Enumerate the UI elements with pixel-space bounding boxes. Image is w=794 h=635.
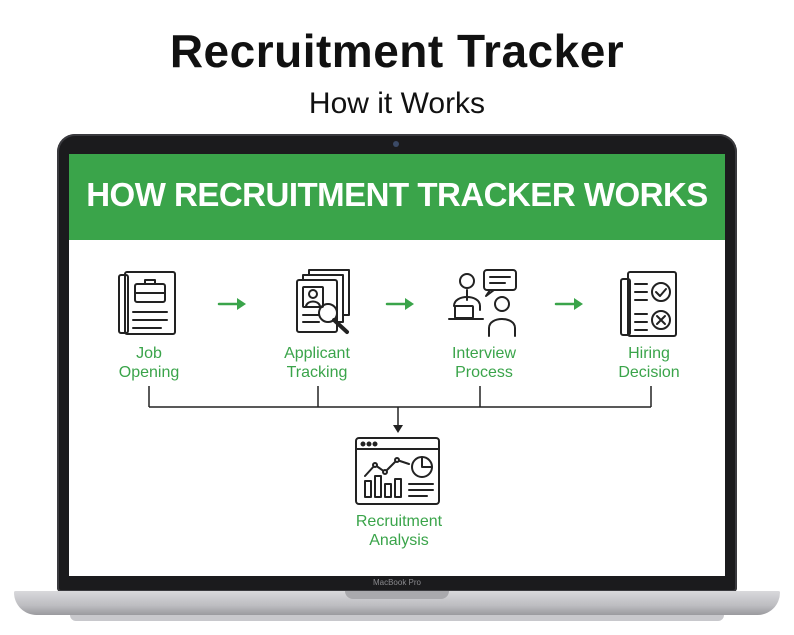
laptop-model-label: MacBook Pro [372, 578, 422, 587]
banner-title: HOW RECRUITMENT TRACKER WORKS [86, 176, 708, 213]
screen-banner: HOW RECRUITMENT TRACKER WORKS [69, 154, 725, 240]
laptop-base-notch [345, 591, 449, 599]
analytics-dashboard-icon [355, 437, 440, 505]
flow-diagram [118, 269, 677, 505]
arrow-right-icon-3 [554, 298, 583, 310]
hiring-decision-icon [620, 271, 677, 337]
arrow-right-icon-1 [217, 298, 246, 310]
job-opening-icon [118, 271, 176, 335]
camera [393, 141, 399, 147]
page-title: Recruitment Tracker [169, 25, 625, 77]
interview-icon [448, 269, 517, 337]
page-subtitle: How it Works [308, 87, 486, 120]
laptop-base-shadow [70, 615, 724, 621]
arrow-right-icon-2 [385, 298, 414, 310]
connector-bracket [148, 386, 652, 433]
laptop-screen: HOW RECRUITMENT TRACKER WORKS [69, 154, 725, 576]
applicant-tracking-icon [296, 269, 350, 334]
